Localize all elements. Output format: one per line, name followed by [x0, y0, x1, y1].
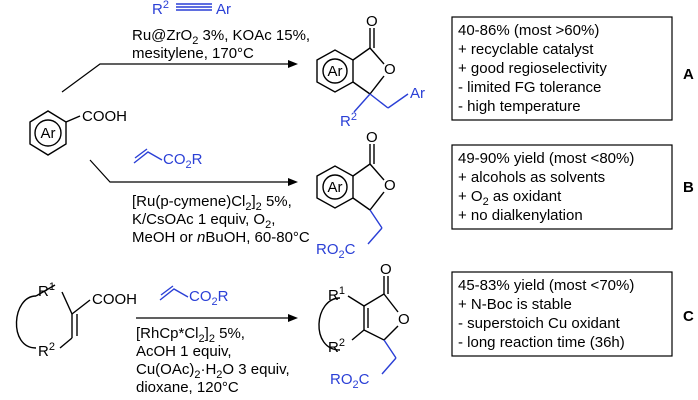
route-b-condition-2: K/CsOAc 1 equiv, O2, — [132, 211, 275, 231]
route-b-note-3: + O2 as oxidant — [458, 188, 562, 208]
carboxyl-bond — [65, 115, 81, 123]
route-b-product-ring: Ar — [328, 179, 343, 196]
route-b-note-1: 49-90% yield (most <80%) — [458, 150, 634, 167]
route-a-notes-box — [451, 16, 673, 121]
route-b-product-ring-o: O — [384, 177, 396, 194]
route-a-reagent-ar: Ar — [216, 1, 231, 18]
route-b-note-2: + alcohols as solvents — [458, 169, 605, 186]
route-c-condition-4: dioxane, 120°C — [136, 379, 239, 396]
route-a-reagent-alkyne: R2 Ar — [152, 0, 231, 18]
route-c-condition-1: [RhCp*Cl2]2 5%, — [136, 325, 245, 345]
route-b-label: B — [683, 179, 694, 196]
route-c-condition-2: AcOH 1 equiv, — [136, 343, 232, 360]
route-a-product-ring: Ar — [328, 63, 343, 80]
aryl-label: Ar — [41, 125, 56, 142]
route-b-reagent-group: CO2R — [163, 151, 203, 171]
route-c-product-structure: R1 O O R2 RO2C — [318, 261, 410, 391]
route-c-product-ring-o: O — [398, 311, 410, 328]
route-b-product-structure: Ar O O RO2C — [316, 129, 396, 261]
route-a-note-4: - limited FG tolerance — [458, 79, 601, 96]
route-a-product-r2: R2 — [340, 111, 357, 130]
route-a-note-1: 40-86% (most >60%) — [458, 22, 599, 39]
route-b-note-4: + no dialkenylation — [458, 207, 583, 224]
route-c: R1 COOH R2 CO2R [RhCp*Cl2]2 5%, AcOH 1 e… — [15, 261, 694, 396]
route-b-reagent-acrylate: CO2R — [133, 148, 203, 171]
route-c-reagent-acrylate: CO2R — [159, 285, 229, 308]
route-a-reagent-r2: R2 — [152, 0, 169, 18]
route-c-start-r1: R1 — [38, 281, 55, 300]
route-c-start-structure: R1 COOH R2 — [15, 281, 137, 360]
route-a-label: A — [683, 66, 694, 83]
route-c-product-ester: RO2C — [330, 371, 370, 391]
route-c-product-carbonyl-o: O — [380, 261, 392, 278]
route-a-note-3: + good regioselectivity — [458, 60, 607, 77]
route-b-notes-box — [451, 144, 673, 230]
route-c-product-r1: R1 — [328, 285, 345, 304]
route-c-notes-box — [451, 271, 673, 357]
aryl-ring — [29, 110, 67, 156]
route-b-product-carbonyl-o: O — [366, 129, 378, 146]
cooh-label: COOH — [82, 108, 127, 125]
route-b-arrowhead — [288, 178, 298, 186]
route-a-product-carbonyl-o: O — [366, 13, 378, 30]
route-a-arrowhead — [288, 60, 298, 68]
route-b-product-ester: RO2C — [316, 241, 356, 261]
route-c-start-cooh: COOH — [92, 291, 137, 308]
route-c-note-3: - superstoich Cu oxidant — [458, 315, 621, 332]
route-a-condition-2: mesitylene, 170°C — [132, 45, 254, 62]
route-c-start-r2: R2 — [38, 341, 55, 360]
route-c-note-2: + N-Boc is stable — [458, 296, 572, 313]
route-b: CO2R [Ru(p-cymene)Cl2]2 5%, K/CsOAc 1 eq… — [89, 129, 694, 261]
route-c-condition-3: Cu(OAc)2·H2O 3 equiv, — [136, 361, 290, 381]
route-a-arrow — [61, 63, 290, 93]
route-a-product-structure: Ar O O R2 Ar — [316, 13, 425, 130]
route-a-condition-1: Ru@ZrO2 3%, KOAc 15%, — [132, 27, 310, 47]
route-a-note-2: + recyclable catalyst — [458, 41, 594, 58]
route-a: R2 Ar Ru@ZrO2 3%, KOAc 15%, mesitylene, … — [61, 0, 694, 130]
route-c-arrowhead — [288, 314, 298, 322]
route-b-condition-1: [Ru(p-cymene)Cl2]2 5%, — [132, 193, 292, 213]
aryl-ring-aromatic — [34, 119, 62, 147]
benzoic-acid-structure: Ar COOH — [29, 108, 127, 156]
route-b-condition-3: MeOH or nBuOH, 60-80°C — [132, 229, 310, 246]
route-c-note-4: - long reaction time (36h) — [458, 334, 625, 351]
route-c-note-1: 45-83% yield (most <70%) — [458, 277, 634, 294]
route-c-label: C — [683, 308, 694, 325]
route-c-product-r2: R2 — [328, 337, 345, 356]
route-b-arrow — [89, 159, 290, 183]
route-a-product-ring-o: O — [384, 61, 396, 78]
route-c-reagent-group: CO2R — [189, 288, 229, 308]
route-a-product-ar: Ar — [410, 85, 425, 102]
route-a-note-5: - high temperature — [458, 98, 581, 115]
